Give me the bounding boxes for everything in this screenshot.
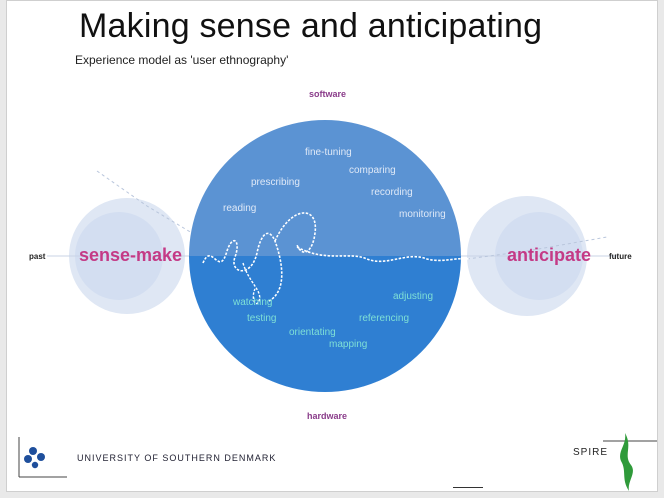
activity-monitoring: monitoring: [399, 209, 446, 220]
activity-mapping: mapping: [329, 339, 368, 350]
activity-fine-tuning: fine-tuning: [305, 147, 352, 158]
sense-make-label: sense-make: [79, 245, 183, 265]
spire-label: SPIRE: [573, 447, 609, 458]
software-half: [189, 120, 461, 256]
software-label: software: [309, 89, 347, 99]
future-trajectory: [466, 236, 608, 260]
spire-logo: [603, 433, 657, 491]
activity-adjusting: adjusting: [393, 291, 434, 302]
activity-prescribing: prescribing: [251, 177, 300, 188]
activity-comparing: comparing: [349, 165, 396, 176]
activity-referencing: referencing: [359, 313, 410, 324]
university-logo: [18, 437, 67, 478]
hardware-half: [189, 256, 461, 392]
experience-curve: [202, 212, 470, 302]
slide-title: Making sense and anticipating: [79, 7, 543, 45]
activity-testing: testing: [247, 313, 277, 324]
past-label: past: [29, 252, 46, 261]
future-label: future: [609, 252, 632, 261]
hardware-label: hardware: [307, 411, 348, 421]
footer-rule: [453, 487, 483, 488]
university-name: UNIVERSITY OF SOUTHERN DENMARK: [77, 453, 277, 463]
slide: Making sense and anticipating Experience…: [6, 0, 658, 492]
anticipate-label: anticipate: [507, 245, 592, 265]
activity-orientating: orientating: [289, 327, 336, 338]
activity-watching: watching: [233, 297, 273, 308]
experience-model-diagram: [47, 120, 617, 392]
slide-subtitle: Experience model as 'user ethnography': [75, 53, 289, 67]
activity-reading: reading: [223, 203, 257, 214]
past-trajectory: [96, 170, 193, 234]
experience-curve-loop: [242, 262, 261, 305]
activity-recording: recording: [371, 187, 413, 198]
